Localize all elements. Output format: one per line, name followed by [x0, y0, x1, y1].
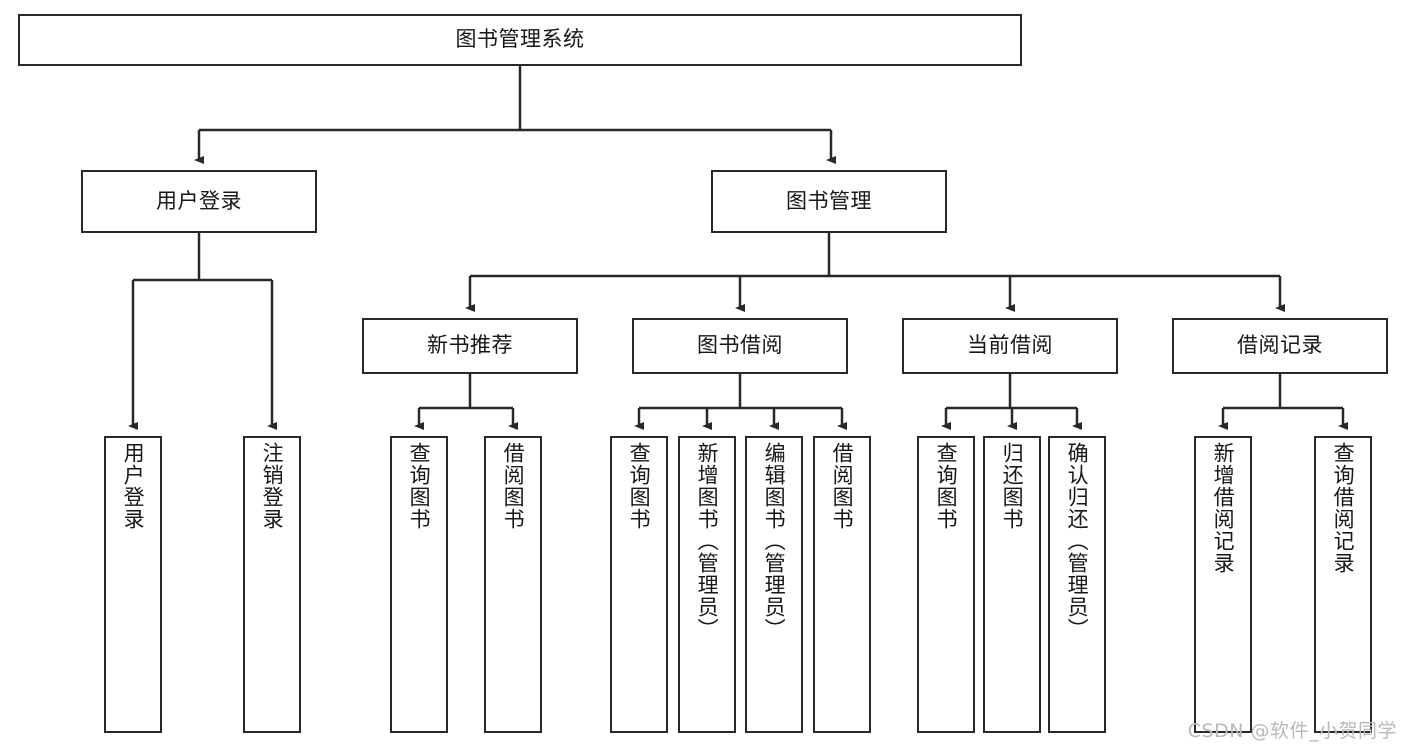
node-new-book-recommendation-label: 新书推荐 — [427, 333, 513, 358]
leaf-query-borrowing-record[interactable]: 查询借阅记录 — [1314, 436, 1372, 733]
leaf-user-login[interactable]: 用户登录 — [104, 436, 162, 733]
leaf-query-borrowing-record-label: 查询借阅记录 — [1331, 442, 1356, 574]
leaf-add-borrowing-record-label: 新增借阅记录 — [1211, 442, 1236, 574]
leaf-edit-book-admin[interactable]: 编辑图书（管理员） — [745, 436, 803, 733]
leaf-borrow-books-borrowing[interactable]: 借阅图书 — [813, 436, 871, 733]
node-root-label: 图书管理系统 — [455, 27, 585, 52]
node-borrowing-records[interactable]: 借阅记录 — [1172, 318, 1388, 374]
leaf-query-books-recommendation-label: 查询图书 — [407, 442, 432, 530]
leaf-query-books-current-label: 查询图书 — [934, 442, 959, 530]
leaf-user-login-label: 用户登录 — [121, 442, 146, 530]
leaf-query-books-borrowing-label: 查询图书 — [627, 442, 652, 530]
leaf-query-books-borrowing[interactable]: 查询图书 — [610, 436, 668, 733]
leaf-add-book-admin[interactable]: 新增图书（管理员） — [678, 436, 736, 733]
node-book-management-label: 图书管理 — [786, 188, 872, 213]
node-book-management[interactable]: 图书管理 — [711, 170, 947, 233]
node-current-borrowing[interactable]: 当前借阅 — [902, 318, 1118, 374]
leaf-logout-login-label: 注销登录 — [260, 442, 285, 530]
node-user-login-label: 用户登录 — [156, 188, 242, 213]
leaf-borrow-books-recommendation[interactable]: 借阅图书 — [484, 436, 542, 733]
leaf-return-books-label: 归还图书 — [1000, 442, 1025, 530]
leaf-return-books[interactable]: 归还图书 — [983, 436, 1041, 733]
leaf-confirm-return-admin-label: 确认归还（管理员） — [1065, 442, 1090, 640]
leaf-edit-book-admin-label: 编辑图书（管理员） — [762, 442, 787, 640]
node-root[interactable]: 图书管理系统 — [18, 14, 1022, 66]
node-user-login[interactable]: 用户登录 — [81, 170, 317, 233]
leaf-add-book-admin-label: 新增图书（管理员） — [695, 442, 720, 640]
leaf-borrow-books-borrowing-label: 借阅图书 — [830, 442, 855, 530]
node-book-borrowing-label: 图书借阅 — [697, 333, 783, 358]
leaf-query-books-current[interactable]: 查询图书 — [917, 436, 975, 733]
node-new-book-recommendation[interactable]: 新书推荐 — [362, 318, 578, 374]
leaf-confirm-return-admin[interactable]: 确认归还（管理员） — [1048, 436, 1106, 733]
leaf-logout-login[interactable]: 注销登录 — [243, 436, 301, 733]
node-borrowing-records-label: 借阅记录 — [1237, 333, 1323, 358]
watermark: CSDN @软件_小贺同学 — [1187, 720, 1397, 742]
node-current-borrowing-label: 当前借阅 — [967, 333, 1053, 358]
leaf-add-borrowing-record[interactable]: 新增借阅记录 — [1194, 436, 1252, 733]
leaf-borrow-books-recommendation-label: 借阅图书 — [501, 442, 526, 530]
node-book-borrowing[interactable]: 图书借阅 — [632, 318, 848, 374]
leaf-query-books-recommendation[interactable]: 查询图书 — [390, 436, 448, 733]
